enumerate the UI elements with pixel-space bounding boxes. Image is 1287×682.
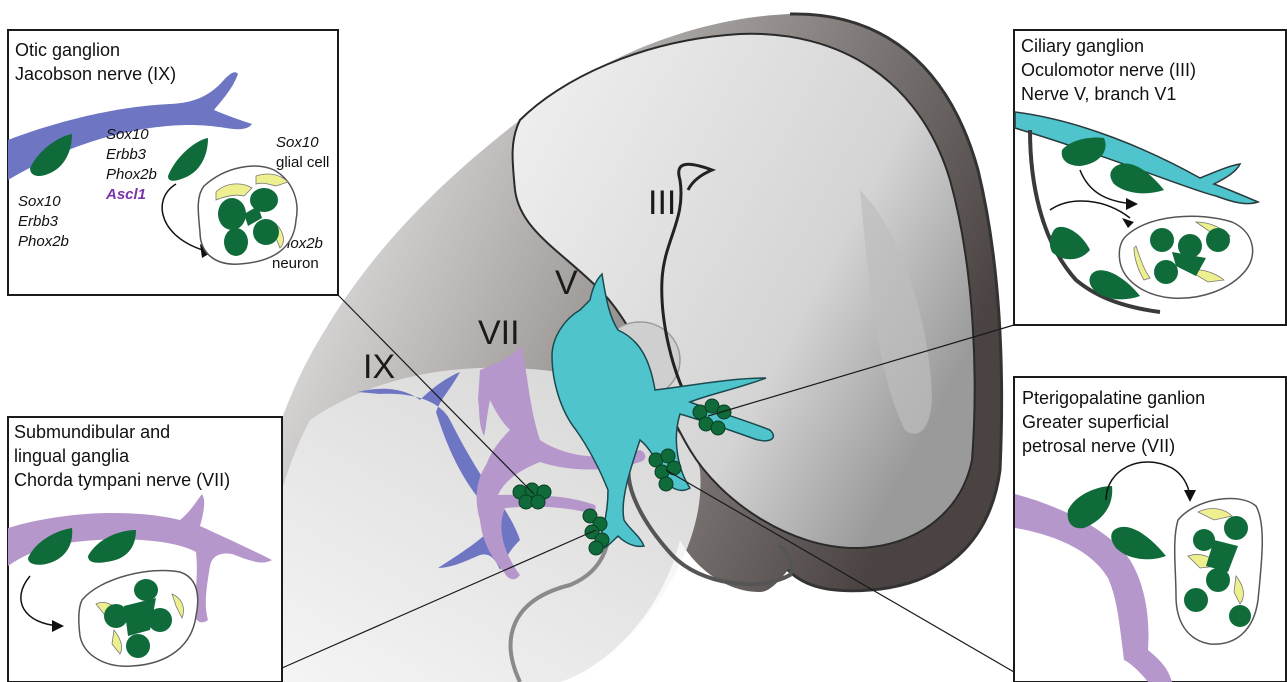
submandibular-ganglion-panel: Submundibular and lingual ganglia Chorda…	[8, 417, 282, 682]
otic-glial-gene: Sox10	[276, 134, 319, 151]
otic-mid-gene-1: Sox10	[106, 126, 149, 143]
label-ix: IX	[363, 348, 395, 386]
otic-mid-gene-4: Ascl1	[105, 186, 146, 203]
ciliary-title-3: Nerve V, branch V1	[1021, 84, 1176, 104]
submandibular-title-2: lingual ganglia	[14, 446, 130, 466]
otic-mid-gene-3: Phox2b	[106, 166, 157, 183]
submandibular-title-1: Submundibular and	[14, 422, 170, 442]
ciliary-ganglion-panel: Ciliary ganglion Oculomotor nerve (III) …	[1014, 30, 1286, 325]
otic-left-gene-3: Phox2b	[18, 233, 69, 250]
submandibular-title-3: Chorda tympani nerve (VII)	[14, 470, 230, 490]
otic-glial-text: glial cell	[276, 154, 329, 171]
ciliary-title-1: Ciliary ganglion	[1021, 36, 1144, 56]
otic-left-gene-1: Sox10	[18, 193, 61, 210]
otic-title-1: Otic ganglion	[15, 40, 120, 60]
otic-neuron-text: neuron	[272, 255, 319, 272]
otic-ganglion-panel: Otic ganglion Jacobson nerve (IX) Sox10 …	[8, 30, 338, 295]
label-vii: VII	[478, 314, 520, 352]
label-v: V	[555, 264, 578, 302]
pterygo-title-3: petrosal nerve (VII)	[1022, 436, 1175, 456]
label-iii: III	[648, 184, 676, 222]
pterygo-title-1: Pterigopalatine ganlion	[1022, 388, 1205, 408]
pterygo-title-2: Greater superficial	[1022, 412, 1169, 432]
pterygopalatine-ganglion-panel: Pterigopalatine ganlion Greater superfic…	[1014, 377, 1286, 682]
ciliary-title-2: Oculomotor nerve (III)	[1021, 60, 1196, 80]
otic-title-2: Jacobson nerve (IX)	[15, 64, 176, 84]
otic-left-gene-2: Erbb3	[18, 213, 59, 230]
otic-mid-gene-2: Erbb3	[106, 146, 147, 163]
